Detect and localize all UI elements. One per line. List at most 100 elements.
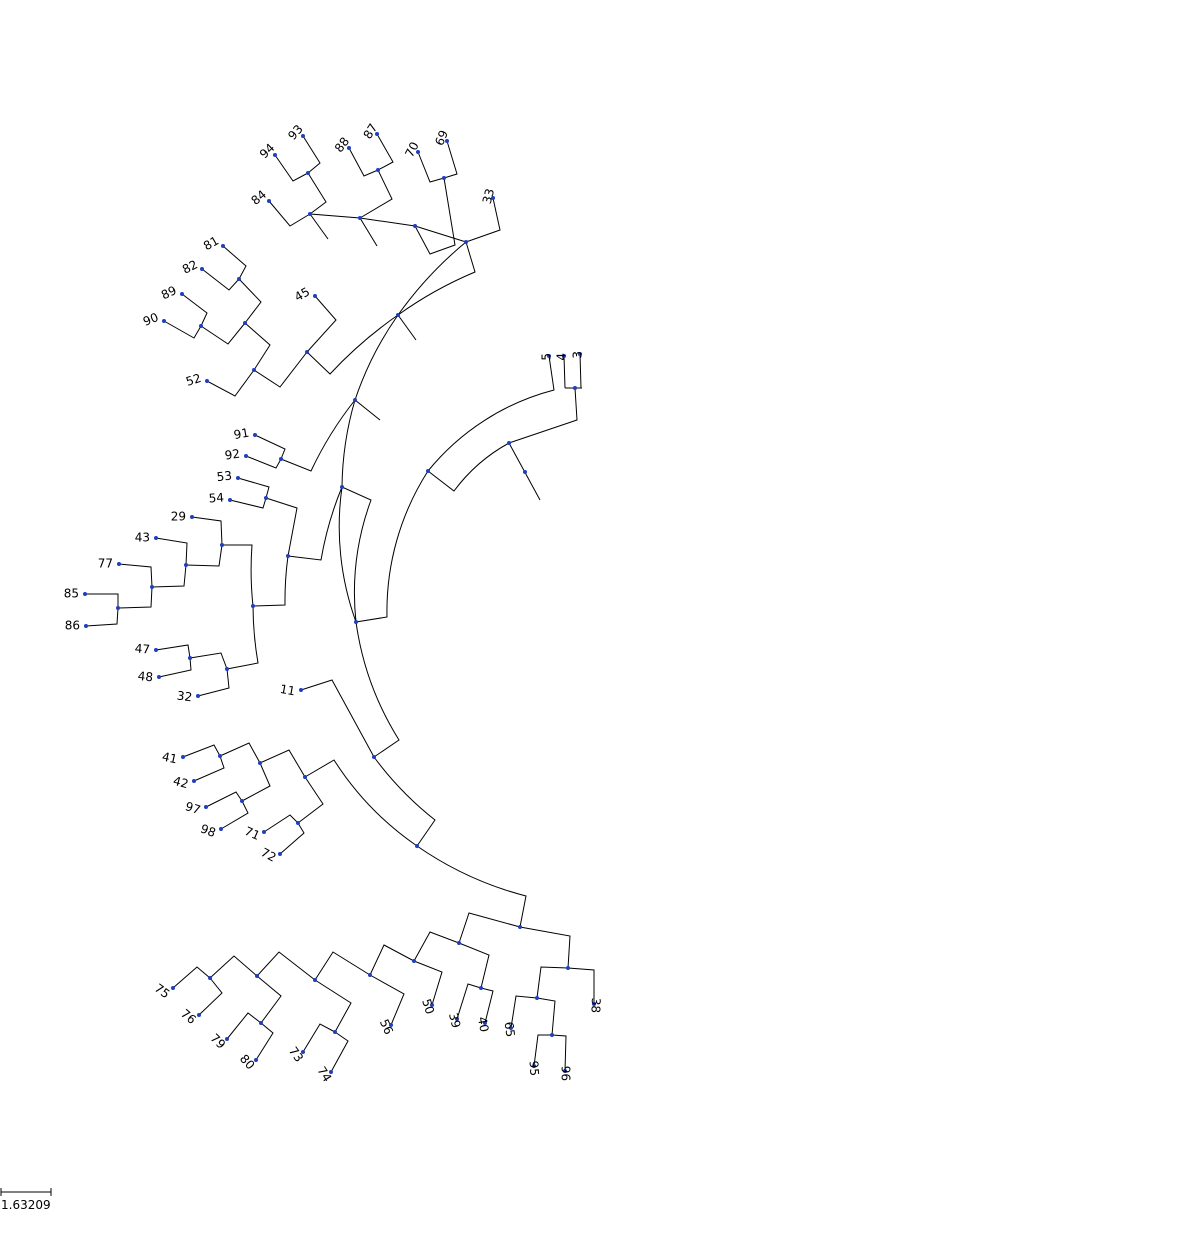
leaf-label: 81 bbox=[201, 234, 221, 254]
leaf-node bbox=[200, 267, 204, 271]
branch bbox=[172, 966, 223, 1016]
leaf-label: 92 bbox=[224, 447, 241, 463]
branch bbox=[427, 355, 555, 472]
leaf-node bbox=[84, 624, 88, 628]
branch bbox=[201, 245, 247, 291]
branch bbox=[510, 995, 556, 1036]
internal-node bbox=[116, 606, 120, 610]
leaf-node bbox=[154, 648, 158, 652]
leaf-label: 80 bbox=[237, 1052, 258, 1073]
branch bbox=[226, 1012, 274, 1061]
internal-node bbox=[442, 176, 446, 180]
internal-node bbox=[426, 469, 430, 473]
internal-node bbox=[237, 277, 241, 281]
branch bbox=[280, 399, 356, 472]
leaf-node bbox=[196, 694, 200, 698]
branch bbox=[355, 621, 400, 758]
leaf-node bbox=[262, 830, 266, 834]
branch bbox=[259, 749, 324, 824]
branch bbox=[287, 486, 343, 561]
branch bbox=[397, 241, 476, 316]
branch bbox=[151, 537, 188, 588]
branch bbox=[354, 314, 417, 401]
internal-node bbox=[303, 775, 307, 779]
internal-node bbox=[396, 313, 400, 317]
leaf-label: 41 bbox=[161, 749, 179, 766]
leaf-node bbox=[430, 1003, 434, 1007]
leaf-node bbox=[219, 827, 223, 831]
internal-node bbox=[296, 821, 300, 825]
internal-node bbox=[507, 441, 511, 445]
leaf-node bbox=[171, 986, 175, 990]
leaf-node bbox=[204, 805, 208, 809]
leaf-label: 91 bbox=[233, 426, 250, 442]
internal-node bbox=[415, 844, 419, 848]
leaf-label: 50 bbox=[419, 997, 437, 1016]
internal-node bbox=[457, 941, 461, 945]
leaf-label: 75 bbox=[152, 981, 173, 1001]
internal-node bbox=[259, 1021, 263, 1025]
leaf-node bbox=[416, 150, 420, 154]
leaf-node bbox=[154, 536, 158, 540]
leaf-node bbox=[197, 1013, 201, 1017]
branch bbox=[229, 477, 270, 509]
leaf-label: 52 bbox=[184, 371, 203, 389]
internal-node bbox=[479, 986, 483, 990]
internal-node bbox=[464, 240, 468, 244]
branch bbox=[458, 912, 571, 969]
leaf-label: 73 bbox=[286, 1044, 306, 1065]
leaf-label: 95 bbox=[526, 1060, 541, 1076]
internal-node bbox=[305, 350, 309, 354]
internal-node bbox=[566, 966, 570, 970]
leaf-label: 79 bbox=[207, 1031, 228, 1052]
scale-bar: 1.63209 bbox=[0, 1188, 52, 1212]
leaf-label: 76 bbox=[178, 1006, 199, 1027]
internal-node bbox=[573, 386, 577, 390]
branch bbox=[222, 544, 259, 670]
leaf-label: 72 bbox=[258, 845, 278, 865]
leaf-node bbox=[563, 1069, 567, 1073]
leaf-label: 89 bbox=[159, 283, 179, 302]
scale-bar-line bbox=[0, 1188, 52, 1196]
internal-node bbox=[286, 554, 290, 558]
leaf-node bbox=[483, 1021, 487, 1025]
internal-node bbox=[188, 656, 192, 660]
branch bbox=[373, 756, 436, 847]
leaf-label: 86 bbox=[65, 619, 80, 633]
leaf-label: 88 bbox=[332, 134, 352, 155]
leaf-label: 45 bbox=[292, 285, 312, 305]
branch bbox=[245, 434, 286, 469]
branch bbox=[200, 278, 262, 345]
leaf-label: 97 bbox=[183, 799, 202, 817]
leaf-node bbox=[273, 153, 277, 157]
branch bbox=[185, 516, 223, 567]
leaf-label: 32 bbox=[176, 688, 193, 704]
leaf-label: 40 bbox=[475, 1016, 491, 1033]
leaf-node bbox=[117, 562, 121, 566]
leaf-node bbox=[236, 476, 240, 480]
branch bbox=[369, 944, 443, 1006]
leaf-label: 4 bbox=[555, 353, 569, 361]
branch bbox=[314, 951, 405, 1026]
internal-node bbox=[184, 563, 188, 567]
branch bbox=[533, 1034, 567, 1072]
leaf-label: 77 bbox=[98, 557, 113, 571]
internal-node bbox=[306, 171, 310, 175]
internal-node bbox=[368, 973, 372, 977]
internal-node bbox=[523, 470, 527, 474]
branch bbox=[414, 197, 501, 243]
branch bbox=[508, 387, 578, 444]
leaf-node bbox=[578, 352, 582, 356]
leaf-node bbox=[445, 139, 449, 143]
internal-node bbox=[372, 755, 376, 759]
internal-node bbox=[354, 620, 358, 624]
branch bbox=[348, 133, 394, 177]
leaf-node bbox=[329, 1070, 333, 1074]
internal-node bbox=[340, 485, 344, 489]
internal-node bbox=[313, 978, 317, 982]
leaf-node bbox=[181, 755, 185, 759]
leaf-label: 38 bbox=[589, 998, 604, 1014]
leaf-node bbox=[532, 1064, 536, 1068]
leaf-node bbox=[592, 1002, 596, 1006]
